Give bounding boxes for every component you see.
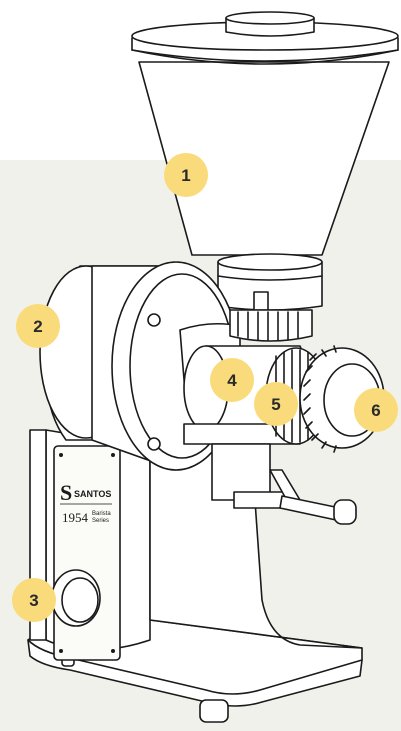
svg-text:5: 5	[271, 395, 280, 414]
svg-text:4: 4	[227, 371, 237, 390]
power-switch	[51, 569, 101, 627]
callout-1: 1	[164, 153, 208, 197]
callout-4: 4	[210, 358, 254, 402]
callout-5: 5	[254, 382, 298, 426]
svg-text:1: 1	[181, 166, 190, 185]
brand-year: 1954	[62, 510, 89, 525]
hopper	[131, 11, 399, 311]
brand-name: SANTOS	[74, 489, 111, 499]
callout-6: 6	[354, 388, 398, 432]
svg-text:3: 3	[29, 591, 38, 610]
callout-2: 2	[16, 304, 60, 348]
brand-series-line2: Series	[92, 518, 109, 524]
svg-text:6: 6	[371, 401, 380, 420]
callout-3: 3	[12, 578, 56, 622]
brand-initial: S	[60, 480, 72, 505]
svg-text:2: 2	[33, 317, 42, 336]
brand-series-line1: Barista	[92, 511, 111, 517]
